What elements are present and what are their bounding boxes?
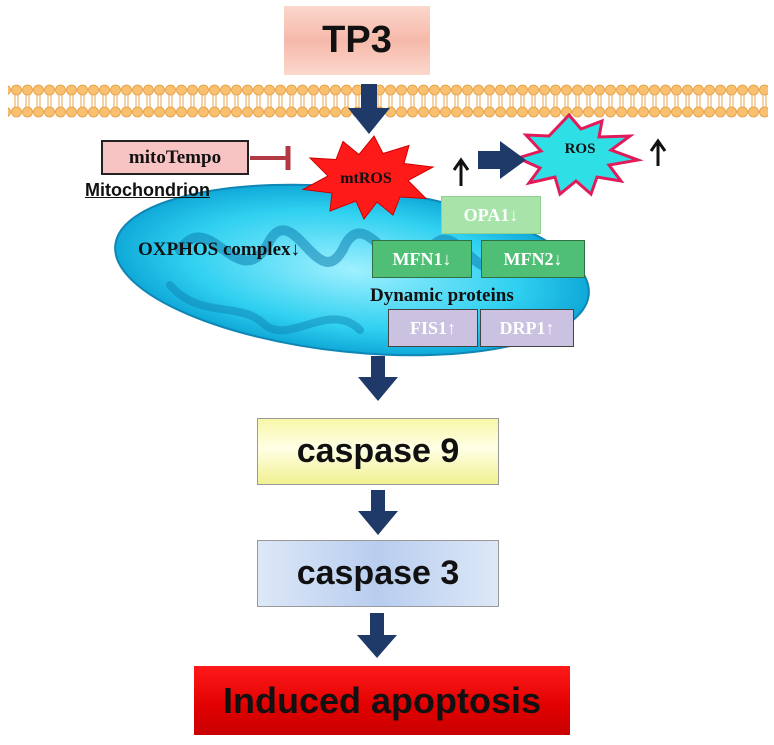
arrow-mtros-to-ros (478, 141, 526, 179)
arrow-tp3-to-mtros (348, 84, 390, 134)
caspase3-node: caspase 3 (257, 540, 499, 607)
arrow-mito-to-caspase9 (358, 356, 398, 401)
arrow-caspase3-to-apoptosis (357, 613, 397, 658)
mtros-label: mtROS (340, 170, 392, 187)
opa1-label: OPA1↓ (463, 204, 519, 225)
mfn1-label: MFN1↓ (392, 248, 452, 269)
ros-label: ROS (564, 141, 596, 157)
mitochondrion-label: Mitochondrion (85, 180, 210, 200)
ros-up-arrow (649, 138, 667, 166)
mitotempo-label: mitoTempo (128, 146, 222, 168)
cell-membrane (8, 84, 768, 118)
tp3-label: TP3 (322, 19, 392, 61)
mfn1-node: MFN1↓ (372, 240, 472, 278)
mfn2-node: MFN2↓ (481, 240, 585, 278)
dynamic-proteins-label: Dynamic proteins (370, 285, 514, 306)
induced-apoptosis-node: Induced apoptosis (194, 666, 570, 735)
induced-apoptosis-label: Induced apoptosis (222, 679, 542, 721)
mfn2-label: MFN2↓ (503, 248, 563, 269)
mtros-up-arrow (452, 157, 470, 186)
fis1-label: FIS1↑ (409, 317, 456, 338)
caspase9-label: caspase 9 (296, 432, 460, 470)
opa1-node: OPA1↓ (441, 196, 541, 234)
tp3-node: TP3 (284, 6, 430, 75)
mitotempo-node: mitoTempo (101, 140, 249, 175)
arrow-caspase9-to-caspase3 (358, 490, 398, 535)
caspase9-node: caspase 9 (257, 418, 499, 485)
ros-star-shape (513, 112, 644, 197)
caspase3-label: caspase 3 (296, 554, 460, 592)
drp1-label: DRP1↑ (499, 317, 555, 338)
fis1-node: FIS1↑ (388, 309, 478, 347)
oxphos-complex-label: OXPHOS complex↓ (138, 239, 301, 260)
mtros-star-shape (301, 135, 435, 220)
drp1-node: DRP1↑ (480, 309, 574, 347)
inhibition-connector (250, 146, 291, 170)
